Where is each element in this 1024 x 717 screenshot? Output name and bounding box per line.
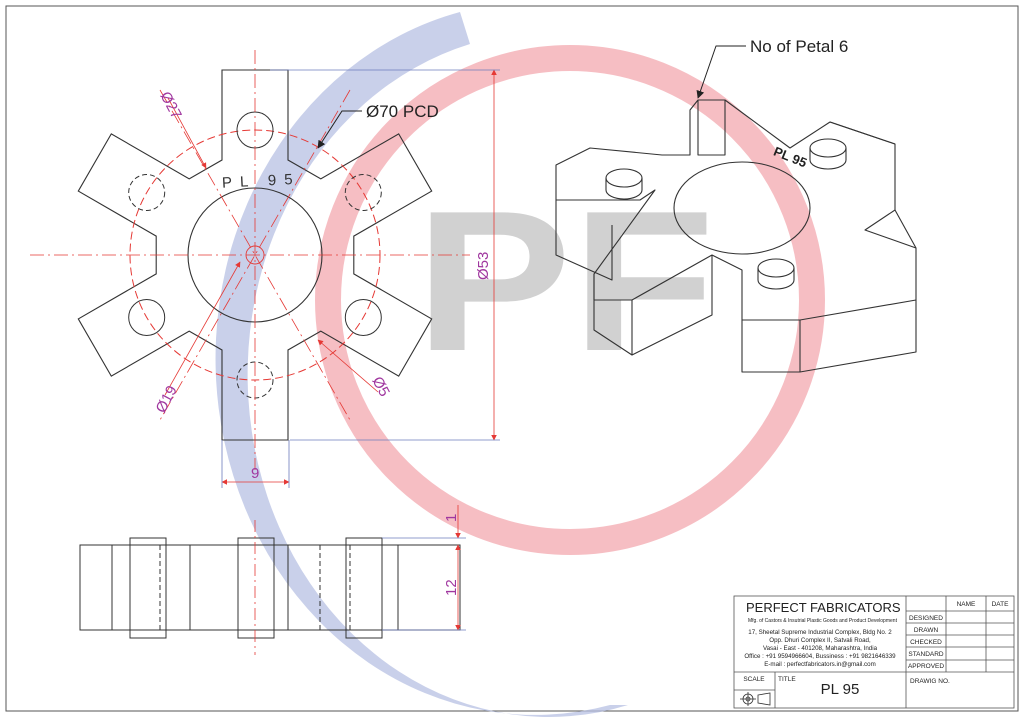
projection-symbol-icon [740,692,771,706]
title-value: PL 95 [821,681,860,698]
dim-outer-label: Ø53 [475,252,492,280]
dim-line-5 [317,339,379,393]
title-block [733,595,1015,709]
row-drawn: DRAWN [914,627,939,634]
row-standard: STANDARD [908,651,944,658]
iso-petal-right [894,209,917,249]
drawing-no-label: DRAWIG NO. [910,678,950,685]
address-line-1: 17, Sheetal Supreme Industrial Complex, … [748,629,892,636]
center-mark [245,245,265,265]
company-name: PERFECT FABRICATORS [746,600,901,615]
address-line-3: Vasai - East - 401208, Maharashtra, Indi… [763,645,878,652]
pcd-callout: Ø70 PCD [366,102,439,121]
dim-line-19 [164,261,241,396]
centerline-d2 [159,89,351,421]
part-mark: PL 95 [222,171,301,192]
pcd-leader [317,110,362,149]
petal-hole [344,299,382,336]
sheet-border [5,5,1019,712]
spider-outline [77,69,433,441]
scale-label: SCALE [743,676,765,683]
dim-27-label: Ø27 [156,89,184,122]
dim-width-label: 9 [251,465,259,482]
address-line-5: E-mail : perfectfabricators.in@gmail.com [764,661,876,668]
side-view [79,505,466,655]
dim-5-label: Ø5 [368,374,392,400]
row-approved: APPROVED [908,663,944,670]
petal-callout: No of Petal 6 [750,37,848,56]
petal-hole [344,174,382,211]
centerline-d1 [159,89,351,421]
row-designed: DESIGNED [909,615,943,622]
address-line-4: Office : +91 9594966604, Bussiness : +91… [744,653,896,660]
watermark: PF [215,12,825,717]
front-view: PL 95 Ø53 Ø27 Ø19 Ø5 9 Ø70 PCD [30,50,500,488]
iso-petal-top-left [555,200,613,281]
dim-height-label: 12 [443,579,460,596]
iso-bore [673,161,811,255]
address-line-2: Opp. Dhuri Complex II, Satvali Road, [769,637,871,644]
petal-hole [128,299,166,336]
iso-pins [605,138,847,290]
dim-step-label: 1 [443,514,460,522]
iso-petal-bottom [741,300,917,373]
dim-19-label: Ø19 [153,383,181,416]
side-body [79,544,461,631]
row-checked: CHECKED [910,639,942,646]
iso-petal-back-right [829,121,896,145]
petal-hole [128,174,166,211]
petal-leader [696,45,746,99]
col-name-header: NAME [957,601,976,608]
dim-line-27 [167,97,207,169]
iso-petal-left-lower [593,255,713,356]
company-tagline: Mfg. of Castors & Insutrial Plastic Good… [748,618,898,624]
col-date-header: DATE [992,601,1010,608]
title-label: TITLE [778,676,796,683]
watermark-text: PF [415,170,715,393]
iso-petal-top [697,100,726,156]
watermark-red-ring [315,45,825,555]
